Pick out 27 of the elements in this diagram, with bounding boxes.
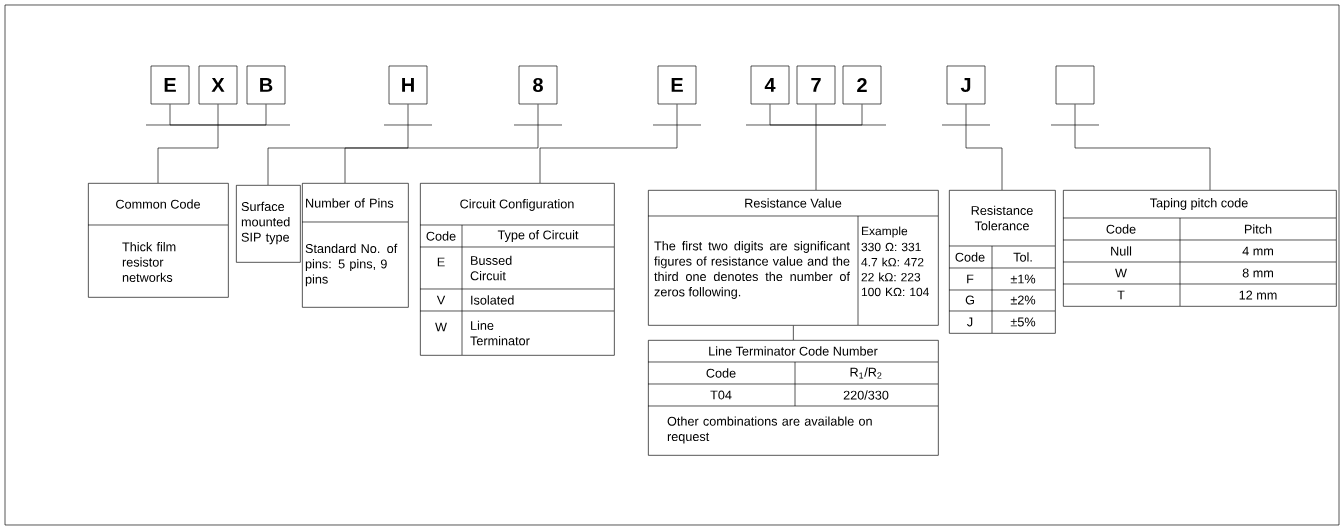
description-box: Common Code Thick film resistor networks xyxy=(87,183,229,298)
code-table: Taping pitch code Code Pitch Null 4 mm W 8 mm T 12 mm xyxy=(1062,190,1337,307)
connector-line xyxy=(344,104,539,184)
connector-line xyxy=(157,104,267,184)
connector-line xyxy=(1074,104,1211,191)
code-table: Circuit Configuration Code Type of Circuit E Bussed Circuit V Isolated W Line Terminator xyxy=(419,183,615,356)
code-table: Resistance Tolerance Code Tol. F ±1% G ±2% J ±5% xyxy=(948,190,1056,334)
code-letter-box: H xyxy=(388,65,428,105)
connector-line xyxy=(793,325,794,341)
connector-line xyxy=(539,104,678,184)
connector-line xyxy=(267,104,409,186)
code-letter-box: 7 xyxy=(796,65,836,105)
connector-line xyxy=(769,104,863,191)
code-letter-box: B xyxy=(246,65,286,105)
description-box: Surface mounted SIP type xyxy=(236,185,301,263)
code-letter-box: J xyxy=(946,65,986,105)
code-table: Line Terminator Code Number Code R$_{1}$/R$_{2}$ T04 220/330 Other combinations are available on request xyxy=(647,340,939,456)
code-letter-box: E xyxy=(657,65,697,105)
code-letter-box: X xyxy=(198,65,238,105)
code-letter-box: E xyxy=(150,65,190,105)
code-table: Resistance Value The first two digits are significant figures of resistance value and the third one denotes the number of zeros following. Example 330 Ω: 331 4.7 kΩ: 472 22 kΩ: 223 100 KΩ: 104 xyxy=(647,190,939,326)
code-letter-box: 4 xyxy=(750,65,790,105)
description-box: Number of Pins Standard No. of pins: 5 pins, 9 pins xyxy=(301,183,409,308)
connector-line xyxy=(965,104,1003,191)
blank-code-box xyxy=(1055,65,1095,105)
code-letter-box: 2 xyxy=(842,65,882,105)
code-letter-box: 8 xyxy=(518,65,558,105)
